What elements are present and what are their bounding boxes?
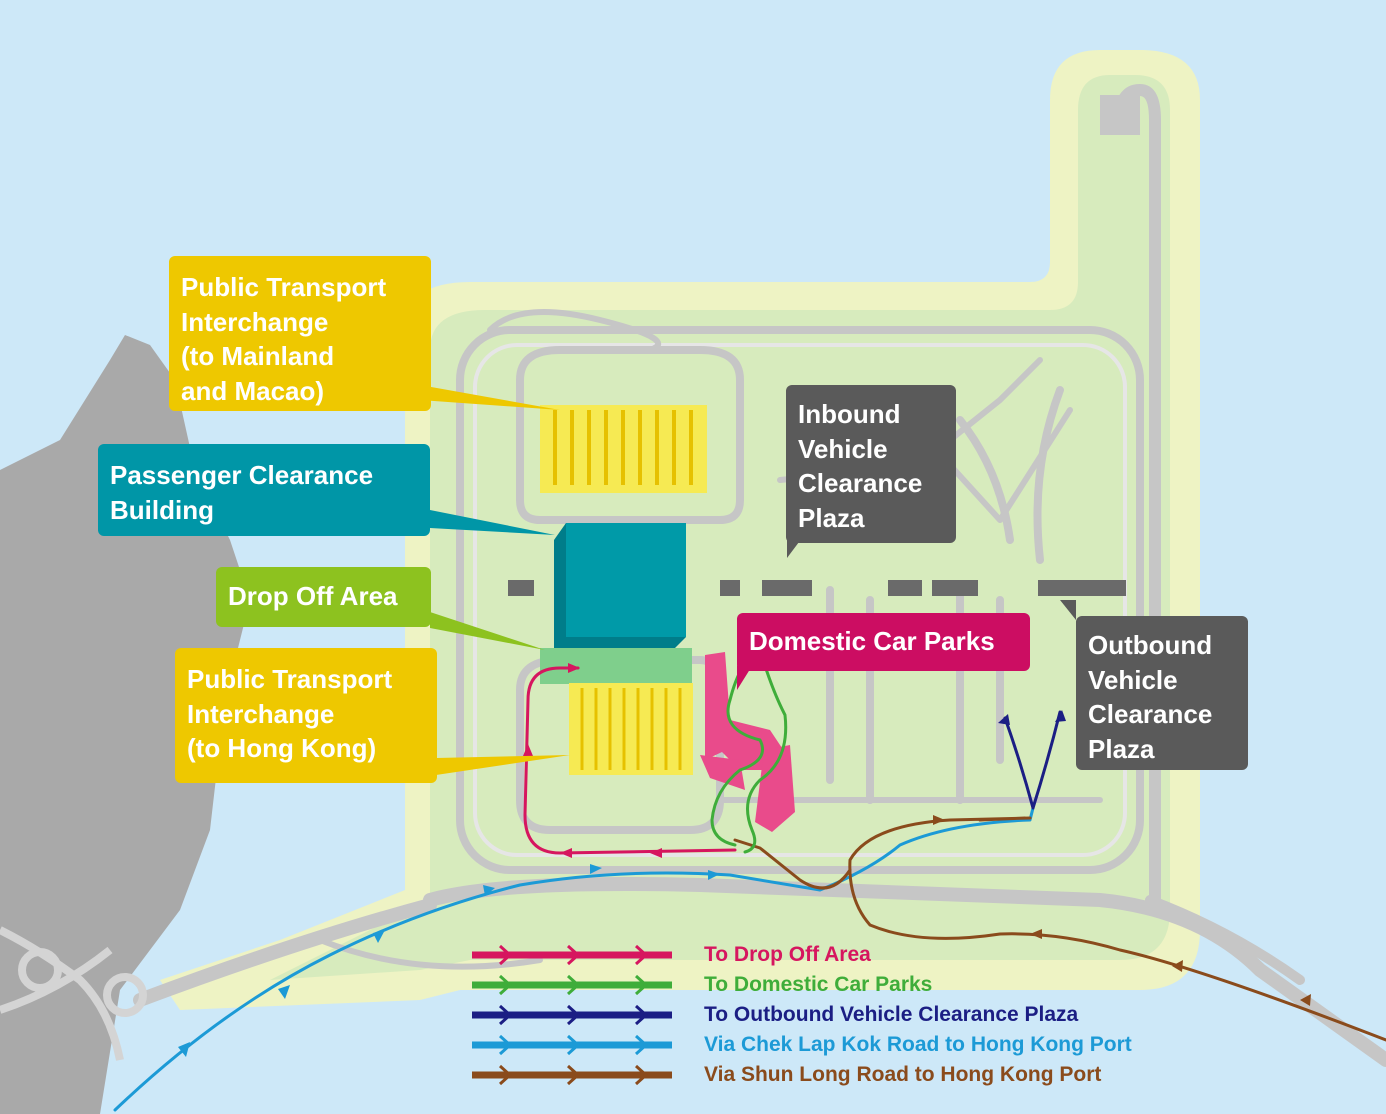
- route-chek-lap-kok: [113, 806, 1035, 1112]
- callout-pti-mainland: Public Transport Interchange (to Mainlan…: [169, 256, 431, 411]
- legend-item: To Drop Off Area: [470, 940, 871, 970]
- legend: To Drop Off Area To Domestic Car Parks To …: [470, 940, 1230, 1100]
- drop-off-strip: [540, 648, 692, 684]
- legend-line-swatch: [472, 974, 672, 996]
- route-arrows: [178, 663, 1311, 1057]
- legend-label: To Domestic Car Parks: [704, 973, 933, 996]
- island-fill: [270, 75, 1170, 980]
- domestic-car-park-blocks: [700, 652, 795, 832]
- pti-hongkong-block: [569, 683, 693, 775]
- callout-outbound-plaza: Outbound Vehicle Clearance Plaza: [1076, 616, 1248, 770]
- legend-label: To Drop Off Area: [704, 943, 871, 966]
- legend-item: Via Shun Long Road to Hong Kong Port: [470, 1060, 1101, 1090]
- callout-passenger-clearance: Passenger Clearance Building: [98, 444, 430, 536]
- legend-line-swatch: [472, 1064, 672, 1086]
- legend-label: Via Chek Lap Kok Road to Hong Kong Port: [704, 1033, 1132, 1056]
- roundabouts: [0, 926, 147, 1061]
- passenger-clearance-block: [554, 523, 686, 651]
- route-car-parks: [710, 648, 788, 854]
- route-shun-long: [733, 816, 1386, 1042]
- legend-line-swatch: [472, 1034, 672, 1056]
- callout-pti-hong-kong: Public Transport Interchange (to Hong Ko…: [175, 648, 437, 783]
- legend-line-swatch: [472, 944, 672, 966]
- legend-item: Via Chek Lap Kok Road to Hong Kong Port: [470, 1030, 1132, 1060]
- callout-pointers: [420, 385, 1076, 775]
- callout-domestic-car-parks: Domestic Car Parks: [737, 613, 1030, 671]
- route-drop-off: [523, 666, 737, 855]
- legend-item: To Outbound Vehicle Clearance Plaza: [470, 1000, 1078, 1030]
- legend-line-swatch: [472, 1004, 672, 1026]
- pti-mainland-block: [540, 405, 707, 493]
- callout-inbound-plaza: Inbound Vehicle Clearance Plaza: [786, 385, 956, 543]
- legend-label: To Outbound Vehicle Clearance Plaza: [704, 1003, 1079, 1026]
- legend-label: Via Shun Long Road to Hong Kong Port: [704, 1063, 1102, 1086]
- road-stripes: [508, 580, 1126, 596]
- legend-item: To Domestic Car Parks: [470, 970, 932, 1000]
- callout-drop-off: Drop Off Area: [216, 567, 431, 627]
